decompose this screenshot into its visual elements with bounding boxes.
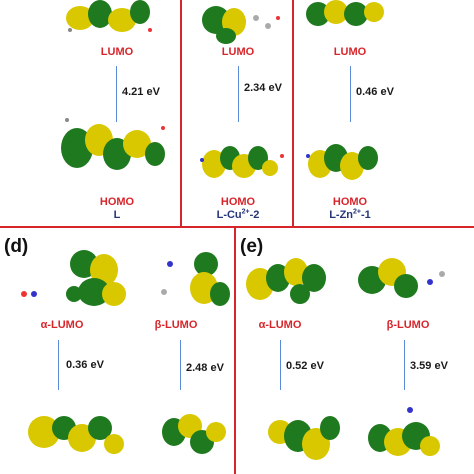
orbital-lumo-cu — [202, 6, 280, 44]
orbital-lumo-zn — [306, 0, 384, 26]
panel-label-e: (e) — [240, 236, 264, 257]
alpha-gap-line-e — [280, 340, 281, 390]
orbital-lumo-l — [66, 0, 152, 32]
orbital-beta-lumo-d — [161, 252, 230, 306]
orbital-alpha-lumo-d — [21, 250, 126, 306]
divider-horizontal — [0, 226, 474, 228]
molecule-label-cu: L-Cu2+-2 — [216, 208, 260, 221]
gap-value-zn: 0.46 eV — [356, 86, 394, 98]
gap-line-cu — [238, 66, 239, 122]
beta-gap-line-d — [180, 340, 181, 390]
orbital-beta-homo-e — [368, 407, 440, 456]
gap-value-l: 4.21 eV — [122, 86, 160, 98]
panel-label-d: (d) — [4, 236, 29, 257]
gap-line-zn — [350, 66, 351, 122]
lumo-label-cu: LUMO — [221, 46, 255, 58]
homo-label-l: HOMO — [99, 196, 135, 208]
beta-gap-line-e — [404, 340, 405, 390]
gap-line-l — [116, 66, 117, 122]
orbital-beta-homo-d — [162, 414, 226, 454]
orbital-homo-l — [61, 118, 165, 170]
alpha-lumo-label-d: α-LUMO — [40, 319, 84, 331]
molecule-label-l: L — [113, 209, 121, 221]
orbital-beta-lumo-e — [358, 258, 445, 298]
orbital-alpha-homo-e — [268, 416, 340, 460]
homo-label-cu: HOMO — [220, 196, 256, 208]
alpha-gap-line-d — [58, 340, 59, 390]
orbital-alpha-homo-d — [28, 416, 124, 454]
orbital-homo-zn — [306, 144, 378, 180]
divider-top-left — [180, 0, 182, 226]
homo-label-zn: HOMO — [332, 196, 368, 208]
beta-gap-value-e: 3.59 eV — [410, 360, 448, 372]
alpha-gap-value-e: 0.52 eV — [286, 360, 324, 372]
alpha-lumo-label-e: α-LUMO — [258, 319, 302, 331]
divider-bottom-middle — [234, 228, 236, 474]
gap-value-cu: 2.34 eV — [244, 82, 282, 94]
beta-gap-value-d: 2.48 eV — [186, 362, 224, 374]
lumo-label-l: LUMO — [100, 46, 134, 58]
molecule-label-zn: L-Zn2+-1 — [329, 208, 371, 221]
beta-lumo-label-e: β-LUMO — [386, 319, 430, 331]
lumo-label-zn: LUMO — [333, 46, 367, 58]
alpha-gap-value-d: 0.36 eV — [66, 359, 104, 371]
beta-lumo-label-d: β-LUMO — [154, 319, 198, 331]
orbital-alpha-lumo-e — [246, 258, 326, 304]
divider-top-right — [292, 0, 294, 226]
orbital-homo-cu — [200, 146, 284, 178]
